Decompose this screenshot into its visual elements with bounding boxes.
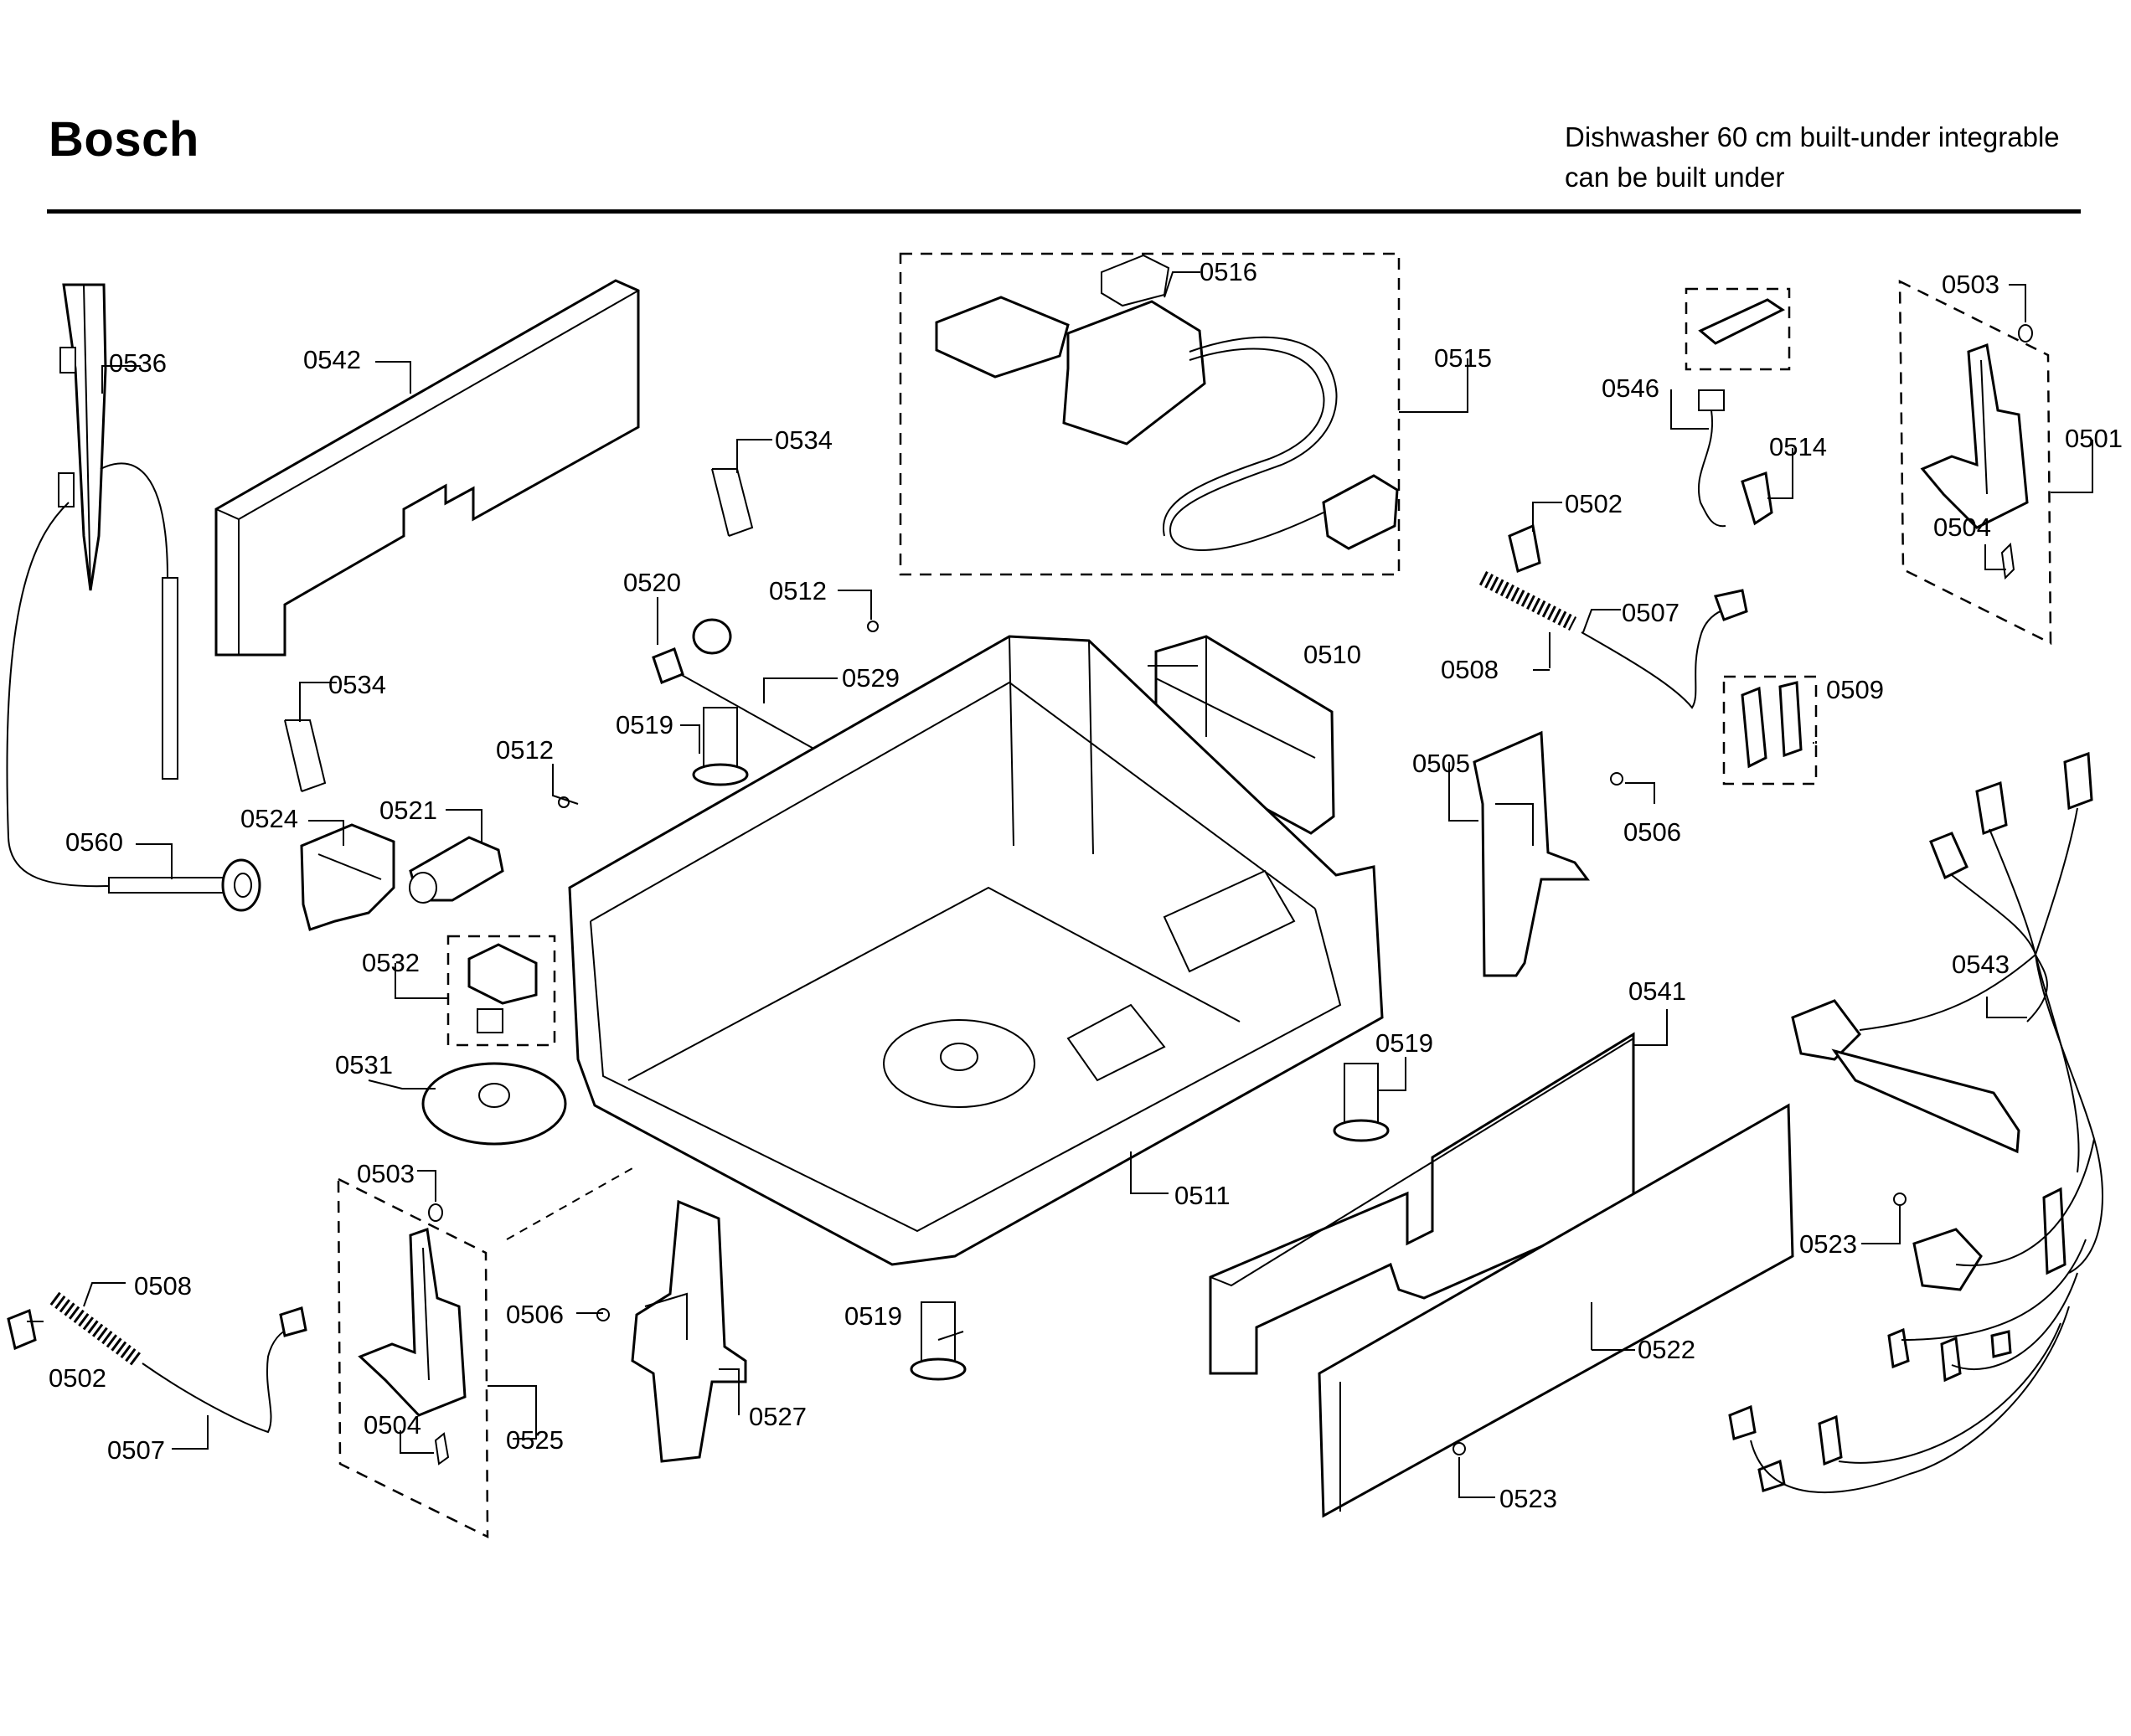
part-0536-rail [6, 283, 178, 888]
part-0522-panel [1318, 1103, 1794, 1518]
part-0516-sump [935, 254, 1399, 551]
callout-0501: 0501 [2065, 424, 2123, 453]
callout-0503-b: 0503 [357, 1159, 415, 1188]
part-0519-foot-c [910, 1301, 967, 1381]
callout-0512-b: 0512 [496, 735, 554, 765]
subtitle-line-1: Dishwasher 60 cm built-under integrable [1565, 121, 2060, 152]
part-0532-switch [467, 943, 538, 1033]
callout-0522: 0522 [1638, 1335, 1695, 1364]
callout-0525: 0525 [506, 1425, 564, 1455]
callout-0521: 0521 [379, 796, 437, 825]
callout-0529: 0529 [842, 663, 900, 693]
part-0519-foot-b [1333, 1063, 1390, 1142]
header-rule [47, 209, 2081, 214]
part-0505-bracket [1473, 730, 1590, 977]
part-0501-hinge [1920, 324, 2033, 580]
callout-0502-b: 0502 [49, 1363, 106, 1393]
callout-0508-b: 0508 [134, 1271, 192, 1301]
callout-0511: 0511 [1174, 1181, 1231, 1210]
group-box-0532 [446, 935, 556, 1047]
group-box-0501 [1898, 279, 2052, 646]
callout-0505: 0505 [1412, 749, 1470, 778]
callout-0507-b: 0507 [107, 1435, 165, 1465]
part-0508-spring-upper [1478, 570, 1577, 631]
callout-0516: 0516 [1200, 257, 1257, 286]
callout-0560: 0560 [65, 827, 123, 857]
callout-0543: 0543 [1952, 950, 2010, 979]
callout-0523-b: 0523 [1499, 1484, 1557, 1513]
callout-0523-a: 0523 [1799, 1229, 1857, 1259]
callout-0532: 0532 [362, 948, 420, 977]
part-0534-clip-a [711, 468, 754, 537]
callout-0514: 0514 [1769, 432, 1827, 461]
part-0534-clip-b [284, 719, 327, 792]
callout-0512-a: 0512 [769, 576, 827, 605]
callout-0509: 0509 [1826, 675, 1884, 704]
callout-0507-a: 0507 [1622, 598, 1680, 627]
callout-0519-b: 0519 [1375, 1028, 1433, 1058]
part-0508-spring-lower [49, 1291, 143, 1368]
part-0543-harness [1728, 751, 2103, 1493]
part-0527-bracket [631, 1199, 747, 1463]
callout-0519-a: 0519 [616, 710, 673, 739]
callout-0524: 0524 [240, 804, 298, 833]
group-box-0525 [337, 1177, 489, 1539]
part-0546-harness [1697, 298, 1785, 528]
callout-0506-a: 0506 [1623, 817, 1681, 847]
part-0542-panel [214, 279, 640, 657]
part-0507-cable-upper [1581, 589, 1748, 709]
callout-0541: 0541 [1628, 976, 1686, 1006]
part-0511-base [506, 635, 1384, 1266]
callout-0527: 0527 [749, 1402, 807, 1431]
subtitle-line-2: can be built under [1565, 162, 1785, 193]
callout-0515: 0515 [1434, 343, 1492, 373]
callout-0504-b: 0504 [364, 1410, 421, 1440]
callout-0506-b: 0506 [506, 1300, 564, 1329]
part-0524-valve [300, 823, 395, 931]
group-box-0515 [899, 252, 1401, 576]
group-box-0509 [1722, 675, 1818, 786]
callout-0531: 0531 [335, 1050, 393, 1079]
callout-0546: 0546 [1602, 373, 1659, 403]
part-0510-module [1154, 635, 1335, 835]
callout-0534-b: 0534 [328, 670, 386, 699]
brand-title: Bosch [49, 112, 199, 167]
callout-0520: 0520 [623, 568, 681, 597]
part-0502-bracket-lower [7, 1308, 37, 1351]
callout-0519-c: 0519 [844, 1301, 902, 1331]
callout-labels: 0536 0542 0516 0515 0534 0546 0514 0503 … [49, 257, 2123, 1513]
part-0531-disc [421, 1062, 567, 1146]
callout-0504-a: 0504 [1933, 513, 1991, 542]
callout-0542: 0542 [303, 345, 361, 374]
part-0502-bracket-upper [1508, 523, 1541, 574]
callout-0502-a: 0502 [1565, 489, 1623, 518]
group-box-0546 [1685, 287, 1791, 371]
callout-0510: 0510 [1303, 640, 1361, 669]
callout-0536: 0536 [109, 348, 167, 378]
callout-0503-a: 0503 [1942, 270, 1999, 299]
part-0560-spindle [108, 858, 261, 912]
part-0519-foot-a [692, 707, 749, 786]
leader-lines [27, 271, 2093, 1498]
part-0541-panel [1209, 1032, 1635, 1375]
part-0509-brackets [1741, 681, 1803, 769]
screws [558, 621, 1907, 1455]
part-0507-cable-lower [142, 1306, 307, 1434]
callout-0534-a: 0534 [775, 425, 833, 455]
part-0521-pump [409, 836, 504, 904]
callout-0508-a: 0508 [1441, 655, 1499, 684]
part-0525-hinge [358, 1203, 467, 1466]
